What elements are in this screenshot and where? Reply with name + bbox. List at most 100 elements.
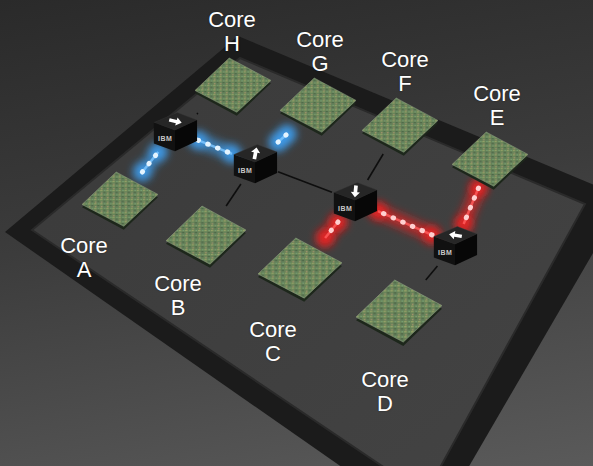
wire-line xyxy=(278,172,332,193)
chip-sheen xyxy=(356,280,442,342)
core-name: Core A xyxy=(60,234,108,282)
cube-side xyxy=(455,234,477,265)
red-light-path xyxy=(325,222,338,238)
beam-core xyxy=(142,152,158,172)
beam-dots xyxy=(464,188,479,224)
cube-front xyxy=(334,193,355,222)
optical-switch: IBM xyxy=(232,142,278,184)
chip-die xyxy=(362,98,438,152)
waveguide-wire xyxy=(368,154,384,180)
core-chip-shape xyxy=(452,132,528,188)
beam-core xyxy=(378,211,432,235)
chip-sheen xyxy=(280,78,356,132)
beam-core xyxy=(325,222,338,238)
core-chip-shape xyxy=(362,98,438,154)
optical-switch: IBM xyxy=(432,224,478,266)
wire-line xyxy=(368,154,384,180)
core-chip-shape xyxy=(82,172,158,228)
waveguide-wire xyxy=(226,184,241,206)
beam-halo xyxy=(133,143,167,181)
core-chip-shape xyxy=(258,238,342,300)
chip-sheen xyxy=(195,58,271,112)
blue-light-path xyxy=(198,140,232,154)
chip-sheen xyxy=(82,172,158,226)
core-chip-shape xyxy=(356,280,442,344)
wire-line xyxy=(197,112,198,114)
core-chip-shape xyxy=(195,58,271,114)
cube-side xyxy=(255,152,277,183)
beam-glow xyxy=(464,188,479,224)
core-name: Core F xyxy=(381,48,429,96)
red-light-path xyxy=(464,188,479,224)
core-name: Core D xyxy=(361,368,409,416)
switch-logo: IBM xyxy=(238,167,252,174)
switch-logo: IBM xyxy=(438,249,452,256)
cube-front xyxy=(234,155,255,184)
processor-core: Core G xyxy=(280,78,356,134)
processor-core: Core F xyxy=(362,98,438,154)
waveguide-wire xyxy=(426,266,438,280)
beam-glow xyxy=(378,211,432,235)
beam-halo xyxy=(455,179,488,233)
beam-spot xyxy=(278,125,296,143)
processor-core: Core H xyxy=(195,58,271,114)
processor-core: Core E xyxy=(452,132,528,188)
beam-halo xyxy=(269,125,296,151)
core-name: Core E xyxy=(473,82,521,130)
waveguide-wire xyxy=(197,113,198,115)
chip-die xyxy=(166,206,246,264)
cube-side xyxy=(355,190,377,221)
blue-light-path xyxy=(278,134,287,142)
board-rim xyxy=(32,58,585,466)
beam-dots xyxy=(198,140,232,154)
chip-die xyxy=(280,78,356,132)
core-name: Core G xyxy=(296,28,344,76)
core-name: Core H xyxy=(208,8,256,56)
direction-arrow xyxy=(168,116,183,127)
cube-side xyxy=(175,120,197,151)
beam-core xyxy=(198,140,232,154)
wire-line xyxy=(426,266,438,280)
beam-halo xyxy=(369,202,441,244)
chip-die xyxy=(82,172,158,226)
blue-light-path xyxy=(142,152,158,172)
chip-die xyxy=(258,238,342,298)
switch-cube-shape xyxy=(152,110,198,152)
switch-cube-shape xyxy=(432,224,478,266)
chip-sheen xyxy=(258,238,342,298)
board-surface xyxy=(32,58,585,466)
beam-dots xyxy=(325,222,338,238)
optical-switch: IBM xyxy=(332,180,378,222)
beam-dots xyxy=(278,134,287,142)
beam-core xyxy=(464,188,479,224)
waveguide-wire xyxy=(278,172,332,193)
chip-sheen xyxy=(452,132,528,186)
processor-core: Core A xyxy=(82,172,158,228)
core-name: Core B xyxy=(154,272,202,320)
optical-switch: IBM xyxy=(152,110,198,152)
chip-sheen xyxy=(166,206,246,264)
processor-core: Core D xyxy=(356,280,442,344)
beam-core xyxy=(278,134,287,142)
direction-arrow xyxy=(448,230,462,240)
core-name: Core C xyxy=(249,318,297,366)
switch-cube-shape xyxy=(332,180,378,222)
chip-sheen xyxy=(362,98,438,152)
switch-logo: IBM xyxy=(338,205,352,212)
processor-core: Core C xyxy=(258,238,342,300)
beam-dots xyxy=(378,211,432,235)
cube-front xyxy=(154,123,175,152)
board-frame xyxy=(5,36,593,466)
chip-die xyxy=(452,132,528,186)
beam-halo xyxy=(316,213,347,247)
red-light-path xyxy=(378,211,432,235)
wire-line xyxy=(226,184,241,206)
chip-die xyxy=(195,58,271,112)
chip-die xyxy=(356,280,442,342)
switch-logo: IBM xyxy=(158,135,172,142)
core-chip-shape xyxy=(280,78,356,134)
beam-dots xyxy=(142,152,158,172)
